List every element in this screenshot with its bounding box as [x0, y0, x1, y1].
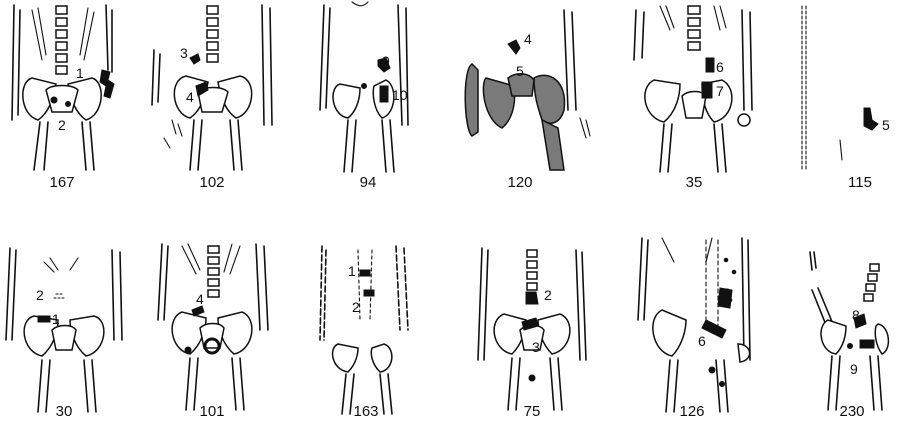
- artifact-marker: 6: [698, 333, 706, 349]
- burial-panel-167: 1 2 167: [12, 5, 114, 191]
- burial-panel-115: 5 115: [802, 6, 890, 191]
- skeleton-drawing: [12, 5, 114, 170]
- burial-panel-163: 1 2 163: [320, 246, 408, 420]
- burial-number: 35: [686, 174, 703, 191]
- artifact-marker: 3: [532, 339, 540, 355]
- burial-number: 115: [848, 174, 872, 191]
- artifact-marker: 5: [722, 285, 730, 301]
- artifact-marker: 4: [186, 89, 194, 105]
- artifact-marker: 2: [544, 287, 552, 303]
- burial-panel-126: 5 6 126: [638, 238, 750, 420]
- artifact-marker: 1: [52, 311, 60, 327]
- artifact-marker: 5: [882, 117, 890, 133]
- artifact-marker: 9: [382, 53, 390, 69]
- burial-panel-120: 4 5 120: [465, 10, 590, 191]
- burial-number: 94: [360, 174, 377, 191]
- skeleton-drawing: [6, 248, 122, 412]
- burial-panel-230: 8 9 230: [810, 252, 888, 420]
- artifact-marker: 2: [58, 117, 66, 133]
- skeleton-drawing: [810, 252, 888, 410]
- artifact-marker: 9: [850, 361, 858, 377]
- burial-number: 30: [56, 403, 73, 420]
- skeleton-drawing: [802, 6, 878, 170]
- burial-panel-94: 9 10 94: [320, 2, 408, 191]
- burial-panel-35: 6 7 35: [634, 6, 752, 191]
- burial-panel-30: 2 1 30: [6, 248, 122, 420]
- skeleton-drawing: [634, 6, 752, 172]
- skeleton-drawing: [638, 238, 750, 412]
- artifact-marker: 4: [524, 31, 532, 47]
- artifact-marker: 10: [392, 87, 408, 103]
- burial-panel-75: 2 3 75: [478, 248, 586, 420]
- artifact-marker: 4: [196, 291, 204, 307]
- artifact-marker: 6: [716, 59, 724, 75]
- artifact-marker: 5: [516, 63, 524, 79]
- artifact-marker: 2: [36, 287, 44, 303]
- burial-number: 163: [353, 403, 378, 420]
- burial-panel-101: 4 101: [158, 244, 268, 420]
- burial-number: 120: [507, 174, 532, 191]
- artifact-marker: 2: [352, 299, 360, 315]
- artifact-marker: 8: [852, 307, 860, 323]
- burial-panel-102: 3 4 102: [152, 5, 272, 191]
- skeleton-drawing: [158, 244, 268, 410]
- artifact-marker: 3: [180, 45, 188, 61]
- skeleton-drawing: [152, 5, 272, 170]
- artifact-marker: 1: [348, 263, 356, 279]
- burial-number: 230: [839, 403, 864, 420]
- burial-number: 101: [199, 403, 224, 420]
- burial-number: 167: [49, 174, 74, 191]
- burial-number: 75: [524, 403, 541, 420]
- burial-number: 126: [679, 403, 704, 420]
- artifact-marker: 1: [76, 65, 84, 81]
- skeleton-drawing: [478, 248, 586, 410]
- burial-number: 102: [199, 174, 224, 191]
- artifact-marker: 7: [716, 83, 724, 99]
- skeleton-drawing: [320, 246, 408, 414]
